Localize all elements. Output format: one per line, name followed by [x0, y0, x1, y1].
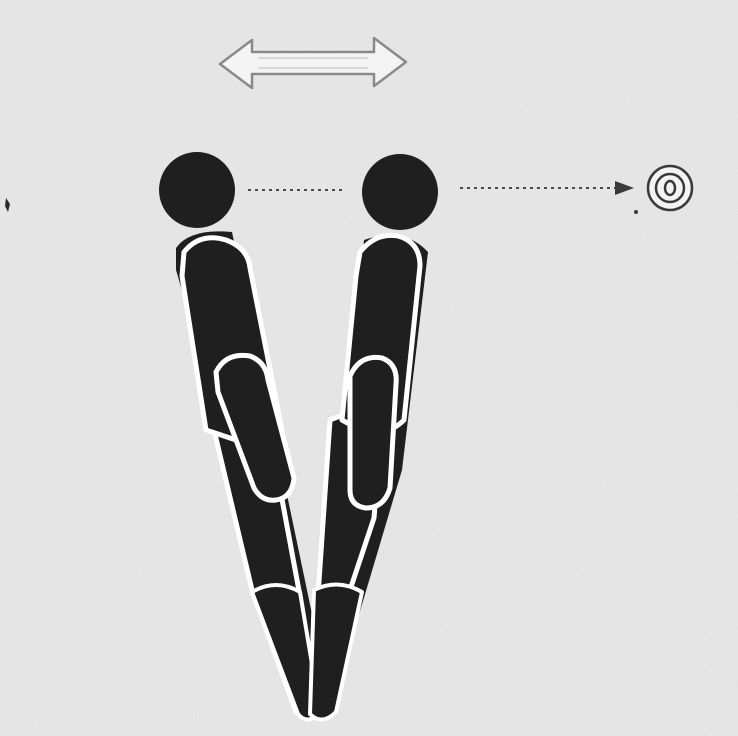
left-figure-head — [159, 152, 235, 228]
right-figure-arm — [350, 357, 396, 508]
right-figure-head — [362, 154, 438, 230]
